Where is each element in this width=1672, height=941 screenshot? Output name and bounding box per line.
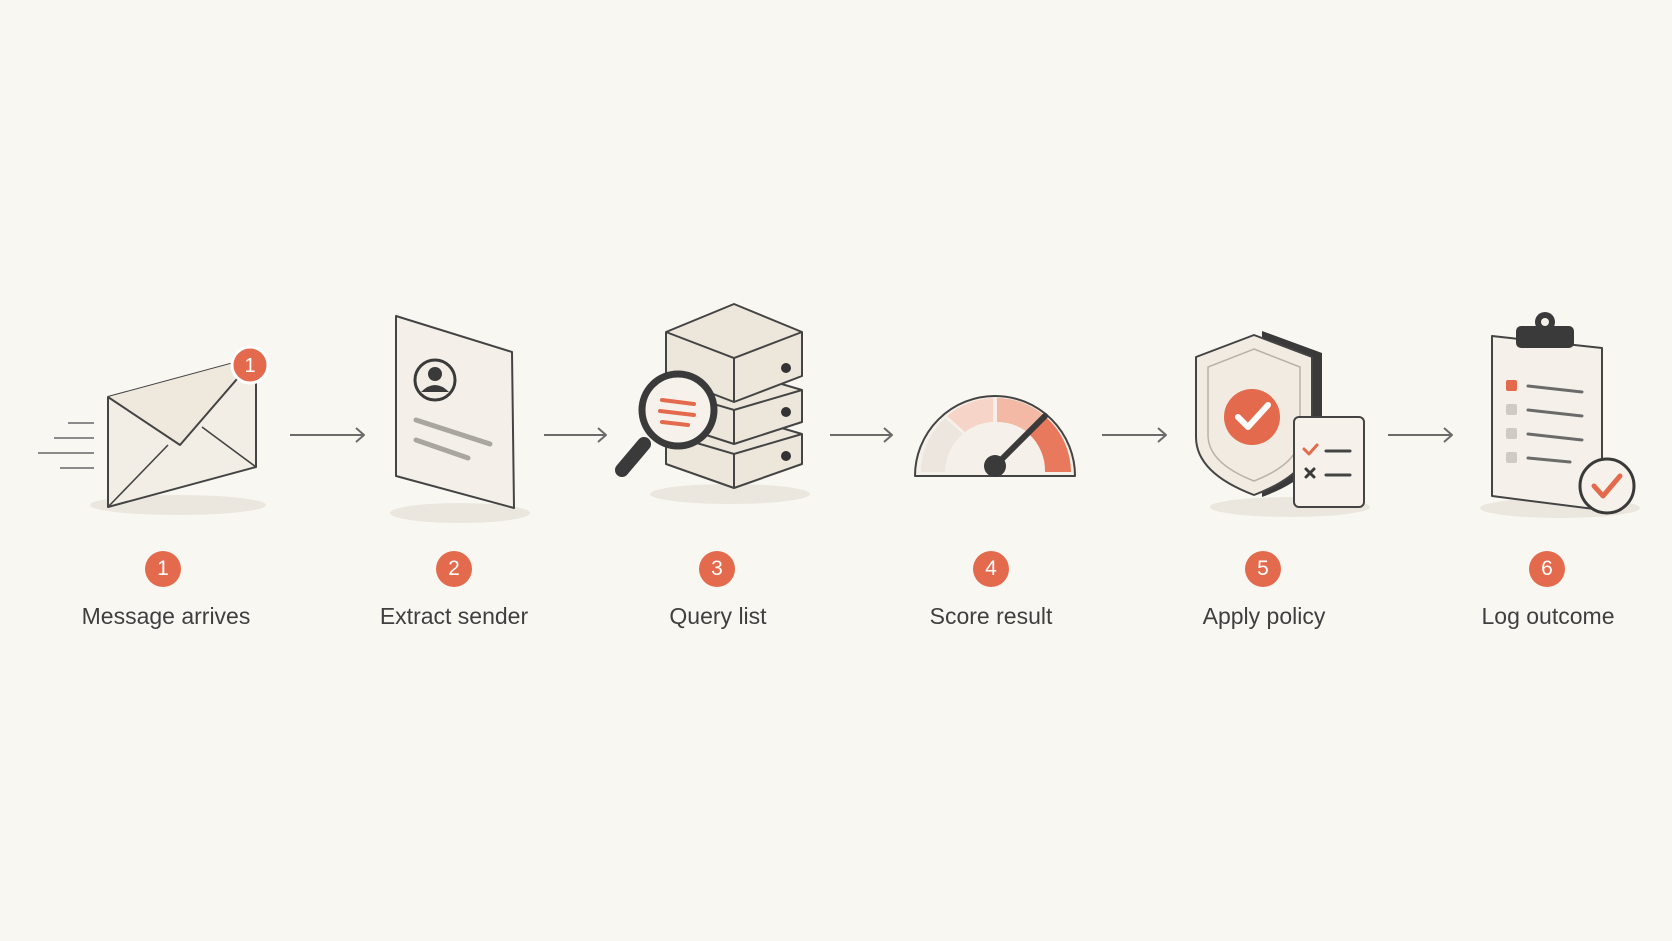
step-label-1: Message arrives (81, 603, 251, 629)
flow-arrow-1-2 (290, 427, 365, 443)
notification-badge-count: 1 (244, 355, 255, 377)
flow-arrow-3-4 (830, 427, 893, 443)
step-label-2: Extract sender (379, 603, 529, 629)
step-label-4: Score result (929, 603, 1053, 629)
contact-card-icon (390, 315, 530, 523)
step-label-5: Apply policy (1202, 603, 1326, 629)
shield-check-icon (1195, 331, 1370, 517)
step-label-3: Query list (669, 603, 767, 629)
step-number-6: 6 (1529, 551, 1565, 587)
gauge-icon (914, 395, 1076, 477)
step-number-4: 4 (973, 551, 1009, 587)
clipboard-icon (1480, 312, 1640, 518)
step-number-3: 3 (699, 551, 735, 587)
step-number-5: 5 (1245, 551, 1281, 587)
flow-arrow-5-6 (1388, 427, 1453, 443)
step-number-2: 2 (436, 551, 472, 587)
flow-arrow-4-5 (1102, 427, 1167, 443)
database-search-icon (615, 303, 810, 504)
envelope-icon: 1 (38, 345, 270, 515)
step-label-6: Log outcome (1481, 603, 1615, 629)
flow-arrow-2-3 (544, 427, 607, 443)
step-number-1: 1 (145, 551, 181, 587)
